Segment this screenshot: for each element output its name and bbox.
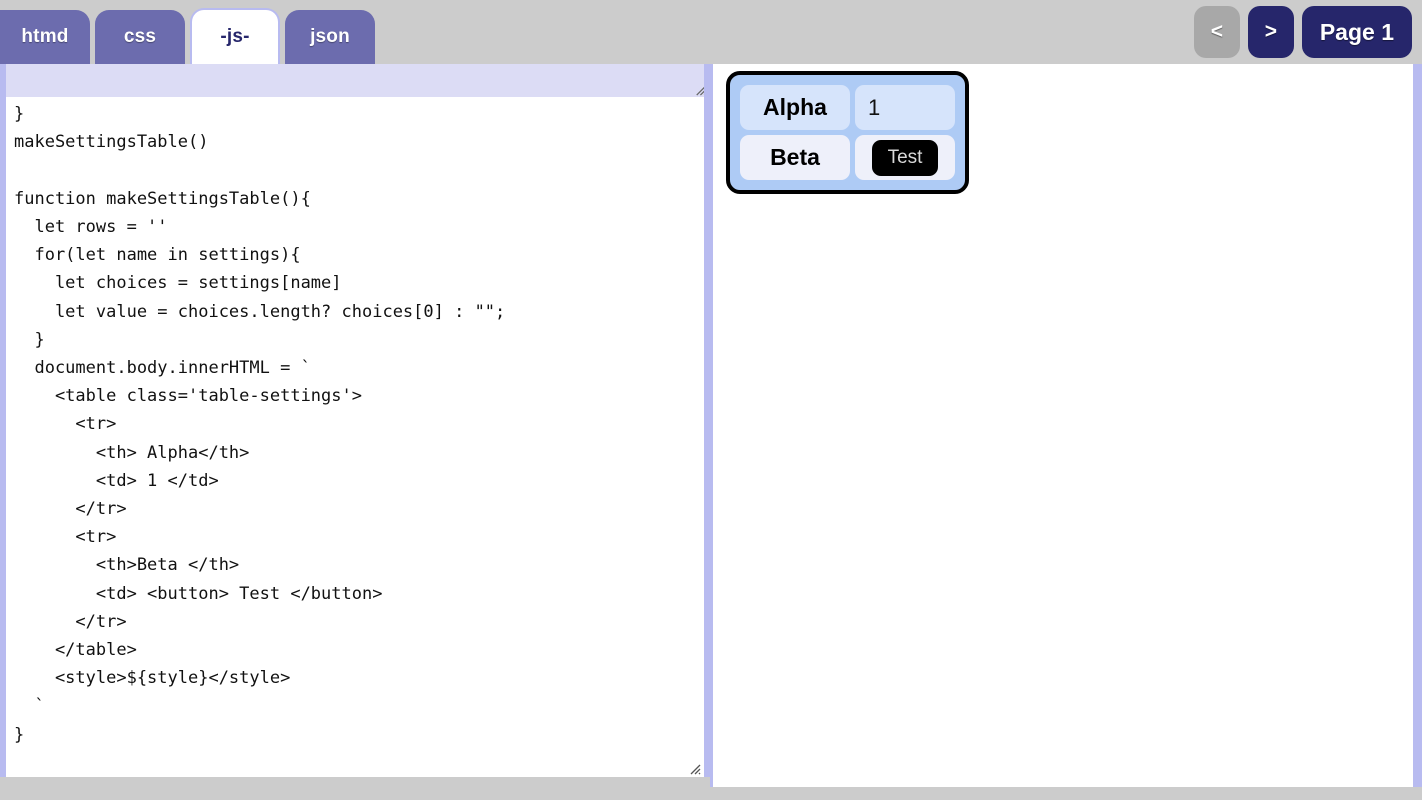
- settings-row-header: Beta: [740, 135, 850, 180]
- table-row: Beta Test: [740, 135, 955, 180]
- pager-controls: < > Page 1: [1193, 0, 1412, 64]
- tab-json[interactable]: json: [285, 10, 375, 64]
- bottom-strip: [0, 787, 1422, 800]
- settings-row-header: Alpha: [740, 85, 850, 130]
- code-editor-pane: let data = /* json */;: [0, 64, 710, 777]
- code-textarea[interactable]: [6, 64, 704, 771]
- settings-row-value: 1: [855, 85, 955, 130]
- test-button[interactable]: Test: [871, 139, 939, 176]
- code-header-line: let data = /* json */;: [6, 64, 704, 97]
- tab-css[interactable]: css: [95, 10, 185, 64]
- tab-htmd[interactable]: htmd: [0, 10, 90, 64]
- next-page-button[interactable]: >: [1247, 6, 1294, 58]
- tab-strip: htmd css -js- json: [0, 0, 375, 64]
- settings-row-value: Test: [855, 135, 955, 180]
- settings-table: Alpha 1 Beta Test: [726, 71, 969, 194]
- tab-js[interactable]: -js-: [190, 8, 280, 64]
- header-bar: htmd css -js- json < > Page 1: [0, 0, 1422, 64]
- resize-grip-icon-header: [696, 86, 704, 96]
- prev-page-button[interactable]: <: [1193, 6, 1240, 58]
- table-row: Alpha 1: [740, 85, 955, 130]
- preview-pane: Alpha 1 Beta Test: [710, 64, 1422, 787]
- page-indicator-button[interactable]: Page 1: [1301, 6, 1412, 58]
